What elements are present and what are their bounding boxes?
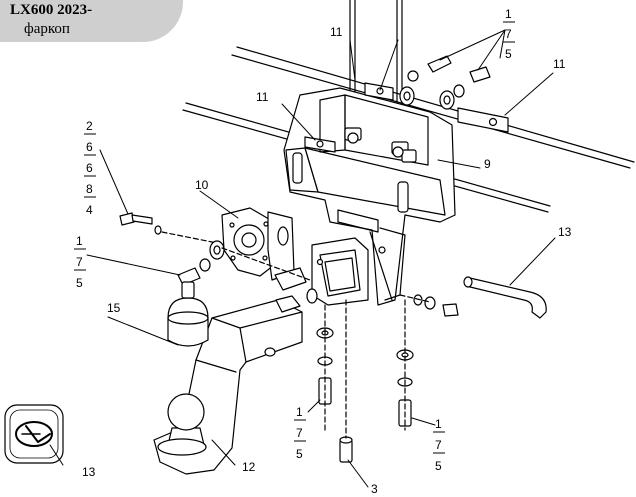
callout-11-top: 11	[330, 25, 343, 39]
callout-11-right: 11	[553, 57, 566, 71]
tow-ball	[157, 393, 207, 456]
ball-cover	[167, 281, 209, 347]
svg-text:7: 7	[76, 255, 83, 269]
bottom-left-fasteners	[316, 304, 334, 431]
svg-text:1: 1	[435, 417, 442, 431]
stack-top-right: 1 7 5	[503, 7, 515, 61]
bottom-right-fasteners	[396, 299, 414, 431]
frame-bolts	[344, 127, 417, 163]
svg-text:2: 2	[86, 119, 93, 133]
top-right-fasteners	[399, 55, 491, 110]
svg-text:5: 5	[505, 47, 512, 61]
svg-text:5: 5	[76, 276, 83, 290]
left-mid-fasteners	[177, 240, 311, 286]
callout-13-pin: 13	[558, 225, 572, 239]
part-subtitle: фаркоп	[24, 21, 70, 37]
svg-text:7: 7	[296, 426, 303, 440]
socket-bracket	[221, 207, 307, 291]
svg-text:6: 6	[86, 161, 93, 175]
model-title: LX600 2023-	[10, 2, 93, 18]
callout-3: 3	[371, 482, 378, 496]
svg-text:6: 6	[86, 140, 93, 154]
stack-bottom-right: 1 7 5	[433, 417, 445, 473]
hitch-pin	[463, 276, 547, 319]
lexus-logo	[4, 404, 64, 464]
callout-10: 10	[195, 178, 209, 192]
title-tab: LX600 2023- фаркоп	[0, 0, 183, 42]
callout-labels: 11 11 11 9 10 13 13 15 12 3 1 7 5 2 6 6 …	[74, 7, 572, 496]
receiver-washers	[284, 288, 459, 319]
svg-text:5: 5	[435, 459, 442, 473]
leader-lines	[49, 29, 556, 488]
callout-9: 9	[484, 157, 491, 171]
svg-text:7: 7	[435, 438, 442, 452]
svg-text:1: 1	[505, 7, 512, 21]
bolt-3	[339, 299, 353, 463]
svg-text:1: 1	[296, 405, 303, 419]
stack-left-mid: 1 7 5	[74, 234, 86, 290]
callout-15: 15	[107, 301, 121, 315]
svg-text:5: 5	[296, 447, 303, 461]
svg-text:1: 1	[76, 234, 83, 248]
svg-text:8: 8	[86, 182, 93, 196]
callout-11-left: 11	[256, 90, 269, 104]
svg-text:4: 4	[86, 203, 93, 217]
callout-12: 12	[242, 460, 256, 474]
hitch-frame	[283, 87, 456, 306]
stack-bottom-left: 1 7 5	[294, 405, 306, 461]
stack-left-bolt: 2 6 6 8 4	[84, 119, 96, 217]
bracket-plates	[304, 82, 509, 153]
callout-13-badge: 13	[82, 465, 96, 479]
svg-text:7: 7	[505, 27, 512, 41]
left-bolt-assembly	[119, 212, 223, 245]
